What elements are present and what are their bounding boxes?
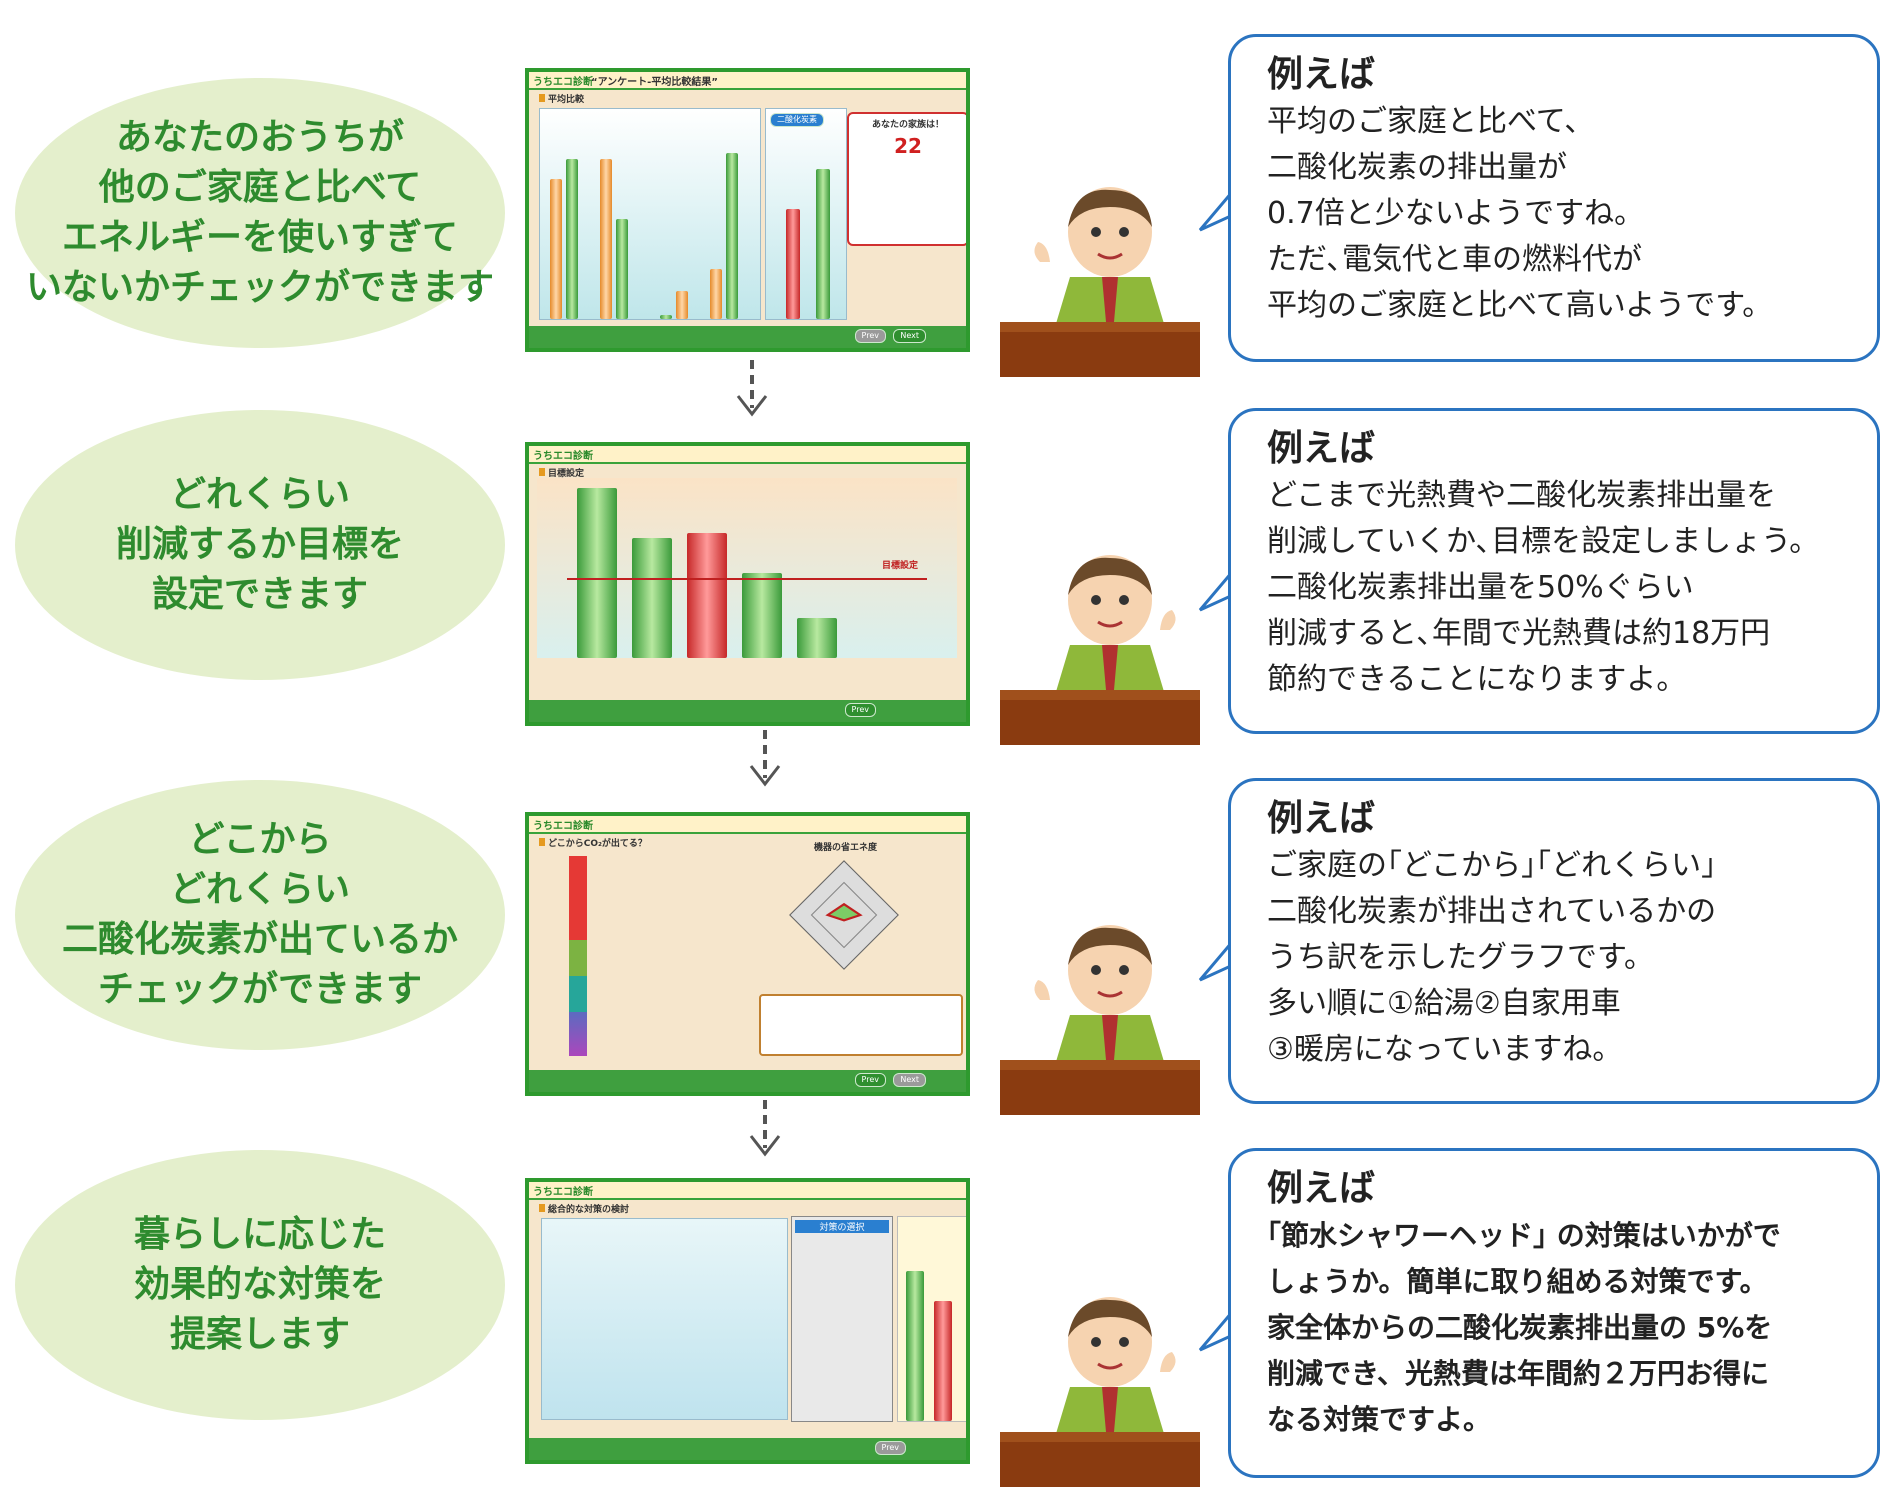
bubble-text: 平均のご家庭と比べて、 二酸化炭素の排出量が 0.7倍と少ないようですね。 ただ… [1267,104,1773,323]
feature-oval-1: あなたのおうちが 他のご家庭と比べて エネルギーを使いすぎて いないかチェックが… [15,78,505,348]
step-row-2: どれくらい 削減するか目標を 設定できます うちエコ診断 目標設定 目標設定 P… [0,370,1900,745]
app-screenshot-2: うちエコ診断 目標設定 目標設定 Prev [525,442,970,726]
feature-oval-4: 暮らしに応じた 効果的な対策を 提案します [15,1150,505,1420]
feature-oval-3: どこから どれくらい 二酸化炭素が出ているか チェックができます [15,780,505,1050]
app-screenshot-3: うちエコ診断 どこからCO₂が出てる？ 機器の省エネ度 Prev Next [525,812,970,1096]
example-bubble-3: 例えば ご家庭の｢どこから｣｢どれくらい｣ 二酸化炭素が排出されているかの うち… [1228,778,1880,1104]
step-row-1: あなたのおうちが 他のご家庭と比べて エネルギーを使いすぎて いないかチェックが… [0,0,1900,377]
feature-text-3: どこから どれくらい 二酸化炭素が出ているか チェックができます [61,819,458,1010]
target-label: 目標設定 [882,561,919,571]
measures-panel: 対策の選択 [791,1216,893,1422]
prev-button[interactable]: Prev [854,1073,886,1087]
rank-panel: あなたの家族は！ 22 [847,112,966,246]
example-bubble-4: 例えば ｢節水シャワーヘッド｣ の対策はいかがで しょうか。簡単に取り組める対策… [1228,1148,1880,1478]
down-arrow-2 [749,730,781,787]
app-screenshot-4: うちエコ診断 総合的な対策の検討 対策の選択 Prev [525,1178,970,1464]
next-button[interactable]: Next [893,329,926,343]
radar-chart [789,860,899,970]
co2-comparison-chart: 二酸化炭素 [765,108,847,320]
app-screenshot-1: うちエコ診断 “アンケート-平均比較結果” 平均比較 二酸化炭素 あなたの家族は… [525,68,970,352]
down-arrow-3 [749,1100,781,1157]
bubble-heading: 例えば [1267,54,1376,95]
prev-button[interactable]: Prev [854,329,886,343]
down-arrow-1 [736,360,768,417]
app-title: うちエコ診断 [533,77,593,88]
feature-oval-2: どれくらい 削減するか目標を 設定できます [15,410,505,680]
radar-title: 機器の省エネ度 [814,843,878,853]
target-setting-chart: 目標設定 [537,478,957,658]
feature-text-4: 暮らしに応じた 効果的な対策を 提案します [133,1214,386,1355]
prev-button[interactable]: Prev [874,1441,906,1455]
section-title: どこからCO₂が出てる？ [539,836,647,849]
advisor-illustration-1 [1000,187,1200,377]
advisor-illustration-2 [1000,555,1200,745]
next-button[interactable]: Next [893,1073,926,1087]
example-bubble-1: 例えば 平均のご家庭と比べて、 二酸化炭素の排出量が 0.7倍と少ないようですね… [1228,34,1880,362]
bubble-heading: 例えば [1267,798,1376,839]
bubble-heading: 例えば [1267,1168,1376,1209]
section-title: 平均比較 [539,92,584,105]
bubble-heading: 例えば [1267,428,1376,469]
advisor-illustration-3 [1000,925,1200,1115]
advisor-illustration-4 [1000,1297,1200,1487]
feature-text-2: どれくらい 削減するか目標を 設定できます [115,474,404,615]
prev-button[interactable]: Prev [844,703,876,717]
measures-map [541,1218,788,1420]
bubble-text: ご家庭の｢どこから｣｢どれくらい｣ 二酸化炭素が排出されているかの うち訳を示し… [1267,848,1717,1067]
app-title: うちエコ診断 [533,1187,593,1198]
bubble-text: ｢節水シャワーヘッド｣ の対策はいかがで しょうか。簡単に取り組める対策です。 … [1267,1219,1781,1436]
average-bar-chart [539,108,761,320]
bubble-text: どこまで光熱費や二酸化炭素排出量を 削減していくか､目標を設定しましょう。 二酸… [1267,478,1820,697]
co2-label: 二酸化炭素 [770,113,824,127]
step-row-4: 暮らしに応じた 効果的な対策を 提案します うちエコ診断 総合的な対策の検討 対… [0,1110,1900,1487]
measures-panel-title: 対策の選択 [795,1220,889,1233]
co2-breakdown-bar [569,856,587,1056]
example-bubble-2: 例えば どこまで光熱費や二酸化炭素排出量を 削減していくか､目標を設定しましょう… [1228,408,1880,734]
section-title: 目標設定 [539,466,584,479]
rank-value: 22 [894,134,922,158]
feature-text-1: あなたのおうちが 他のご家庭と比べて エネルギーを使いすぎて いないかチェックが… [25,117,494,308]
screen-heading: “アンケート-平均比較結果” [591,77,718,88]
app-title: うちエコ診断 [533,821,593,832]
rank-title: あなたの家族は！ [871,120,944,130]
app-title: うちエコ診断 [533,451,593,462]
step-row-3: どこから どれくらい 二酸化炭素が出ているか チェックができます うちエコ診断 … [0,740,1900,1115]
section-title: 総合的な対策の検討 [539,1202,629,1215]
